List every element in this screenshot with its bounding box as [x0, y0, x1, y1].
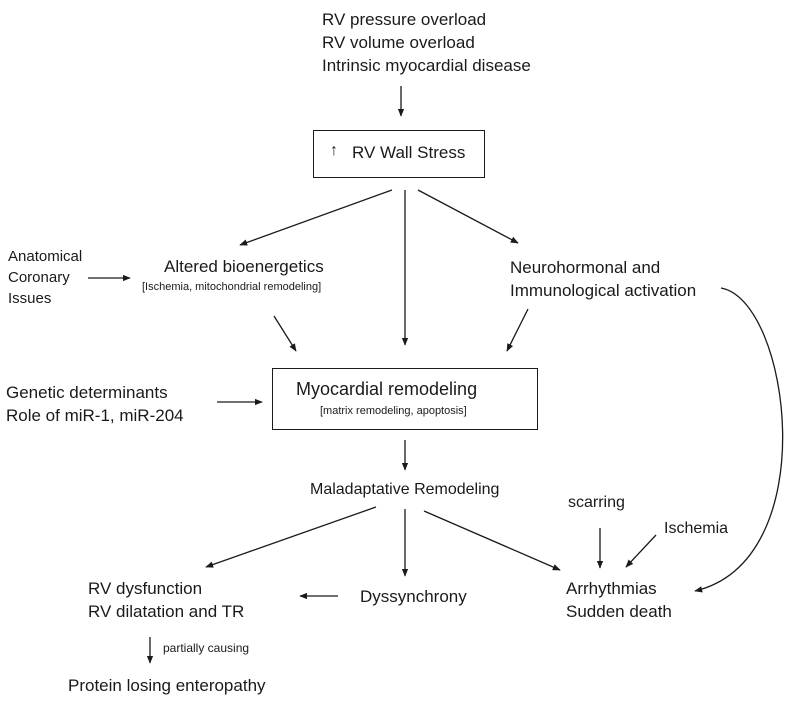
arrow-maladaptive-to-arrhythmias — [423, 510, 561, 571]
anatomical-line-3: Issues — [8, 290, 52, 307]
neurohormonal-line-1: Neurohormonal and — [510, 258, 661, 277]
partially-causing-label: partially causing — [163, 641, 250, 655]
arrow-bioenergetics-to-myocardial — [273, 315, 297, 352]
myocardial-remodeling-detail: [matrix remodeling, apoptosis] — [320, 405, 467, 417]
bioenergetics-detail: [Ischemia, mitochondrial remodeling] — [142, 281, 322, 293]
wall-stress-box: ↑ RV Wall Stress — [313, 130, 485, 178]
cause-volume-overload: RV volume overload — [322, 33, 475, 52]
bioenergetics-title: Altered bioenergetics — [164, 257, 324, 276]
maladaptive-remodeling: Maladaptative Remodeling — [310, 481, 500, 498]
arrow-neurohormonal-to-arrhythmias-curve — [694, 287, 784, 593]
wall-stress-label: RV Wall Stress — [352, 143, 466, 162]
rv-dysfunction-line-2: RV dilatation and TR — [88, 602, 245, 621]
cause-intrinsic-disease: Intrinsic myocardial disease — [322, 56, 531, 75]
up-arrow-icon: ↑ — [330, 142, 338, 159]
rv-dysfunction-line-1: RV dysfunction — [88, 579, 203, 598]
myocardial-remodeling-title: Myocardial remodeling — [296, 379, 478, 399]
dyssynchrony-label: Dyssynchrony — [360, 587, 467, 606]
scarring-label: scarring — [568, 494, 625, 511]
arrow-maladaptive-to-rv-dysfunction — [205, 506, 377, 568]
arrow-neurohormonal-to-myocardial — [506, 308, 529, 352]
ischemia-label: Ischemia — [664, 520, 729, 537]
neurohormonal-line-2: Immunological activation — [510, 281, 697, 300]
arrow-wall-stress-to-neurohormonal — [417, 189, 519, 244]
genetic-line-2: Role of miR-1, miR-204 — [6, 406, 184, 425]
genetic-line-1: Genetic determinants — [6, 383, 168, 402]
anatomical-line-1: Anatomical — [8, 248, 83, 265]
protein-losing-enteropathy: Protein losing enteropathy — [68, 676, 266, 695]
arrow-ischemia-to-arrhythmias — [625, 534, 657, 568]
cause-pressure-overload: RV pressure overload — [322, 10, 487, 29]
anatomical-line-2: Coronary — [8, 269, 70, 286]
arrhythmias-line-2: Sudden death — [566, 602, 672, 621]
arrhythmias-line-1: Arrhythmias — [566, 579, 657, 598]
myocardial-remodeling-box: Myocardial remodeling [matrix remodeling… — [272, 368, 538, 430]
arrow-wall-stress-to-bioenergetics — [239, 189, 393, 246]
